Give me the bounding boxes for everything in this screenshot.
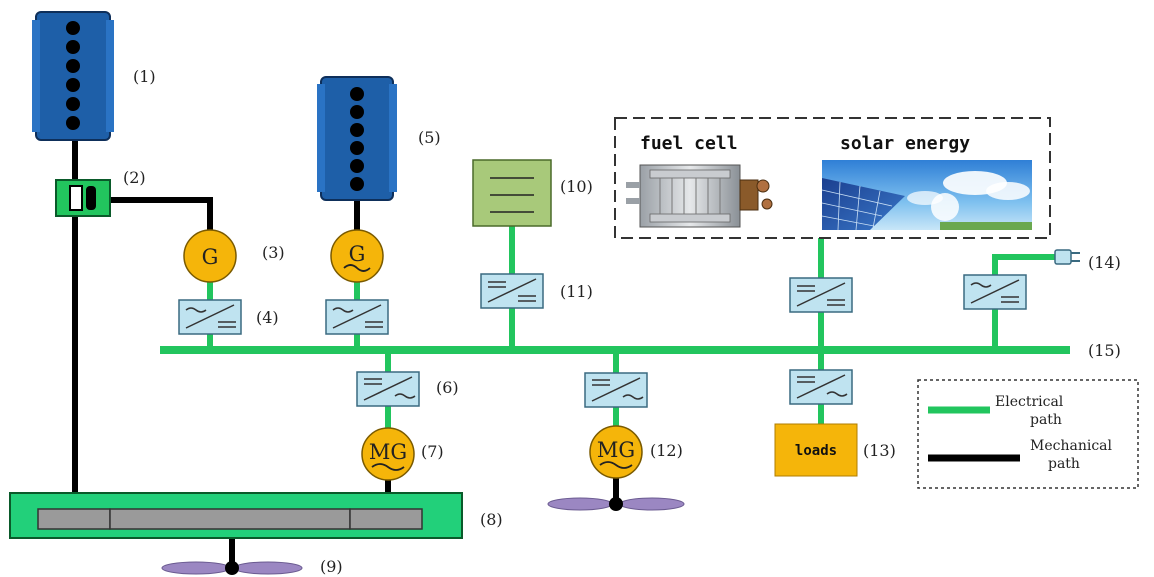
motor-generator-12-symbol: MG bbox=[597, 438, 635, 462]
renewables-box: fuel cell solar energy bbox=[614, 117, 1051, 239]
ac-tilde-mark bbox=[371, 463, 405, 471]
label-11: (11) bbox=[560, 282, 593, 301]
generator-3: G bbox=[183, 229, 237, 283]
converter-12 bbox=[584, 372, 648, 408]
motor-generator-12: MG bbox=[589, 425, 643, 479]
converter-13 bbox=[789, 369, 853, 405]
loads-13: loads bbox=[774, 423, 858, 477]
label-9: (9) bbox=[320, 557, 343, 576]
label-8: (8) bbox=[480, 510, 503, 529]
label-13: (13) bbox=[863, 441, 896, 460]
solar-energy-label: solar energy bbox=[840, 133, 970, 154]
legend: Electrical path Mechanical path bbox=[917, 379, 1139, 489]
legend-electrical-line1: Electrical bbox=[995, 394, 1064, 410]
wire-plug-conv14 bbox=[992, 254, 1055, 275]
ac-tilde-mark bbox=[599, 461, 633, 469]
converter-14 bbox=[963, 274, 1027, 310]
propeller-9 bbox=[161, 561, 303, 575]
converter-4 bbox=[178, 299, 242, 335]
clutch-coupling-2 bbox=[55, 179, 111, 217]
fuel-cell-image bbox=[626, 164, 773, 228]
shaft-coupling-to-generator3 bbox=[110, 197, 213, 230]
legend-electrical-line2: path bbox=[1030, 412, 1062, 428]
propeller-12 bbox=[547, 497, 685, 511]
loads-label: loads bbox=[795, 443, 837, 459]
converter-6 bbox=[356, 371, 420, 407]
diesel-engine-1 bbox=[32, 11, 114, 141]
label-2: (2) bbox=[123, 168, 146, 187]
generator-3-symbol: G bbox=[202, 245, 219, 269]
label-3: (3) bbox=[262, 243, 285, 262]
fuel-cell-label: fuel cell bbox=[640, 133, 738, 154]
ac-tilde-mark bbox=[343, 264, 371, 272]
label-4: (4) bbox=[256, 308, 279, 327]
electrical-paths bbox=[160, 226, 1070, 428]
legend-mechanical-line2: path bbox=[1048, 456, 1080, 472]
motor-generator-7-symbol: MG bbox=[369, 440, 407, 464]
battery-pack-10 bbox=[472, 159, 552, 227]
motor-generator-7: MG bbox=[361, 427, 415, 481]
converter-engine5 bbox=[325, 299, 389, 335]
label-10: (10) bbox=[560, 177, 593, 196]
generator-5-symbol: G bbox=[349, 242, 366, 266]
label-14: (14) bbox=[1088, 253, 1121, 272]
legend-mechanical-line1: Mechanical bbox=[1030, 438, 1113, 454]
component-number-labels: (1) (2) (3) (4) (5) (6) (7) (8) (9) (10)… bbox=[123, 67, 1121, 576]
label-6: (6) bbox=[436, 378, 459, 397]
label-15: (15) bbox=[1088, 341, 1121, 360]
converter-renewables bbox=[789, 277, 853, 313]
gearbox-8 bbox=[9, 492, 463, 539]
converter-11 bbox=[480, 273, 544, 309]
solar-panel-image bbox=[821, 160, 1032, 231]
label-7: (7) bbox=[421, 442, 444, 461]
label-1: (1) bbox=[133, 67, 156, 86]
label-12: (12) bbox=[650, 441, 683, 460]
shore-power-plug-icon bbox=[1054, 249, 1080, 265]
label-5: (5) bbox=[418, 128, 441, 147]
generator-5: G bbox=[330, 229, 384, 283]
diesel-engine-5 bbox=[317, 76, 397, 201]
